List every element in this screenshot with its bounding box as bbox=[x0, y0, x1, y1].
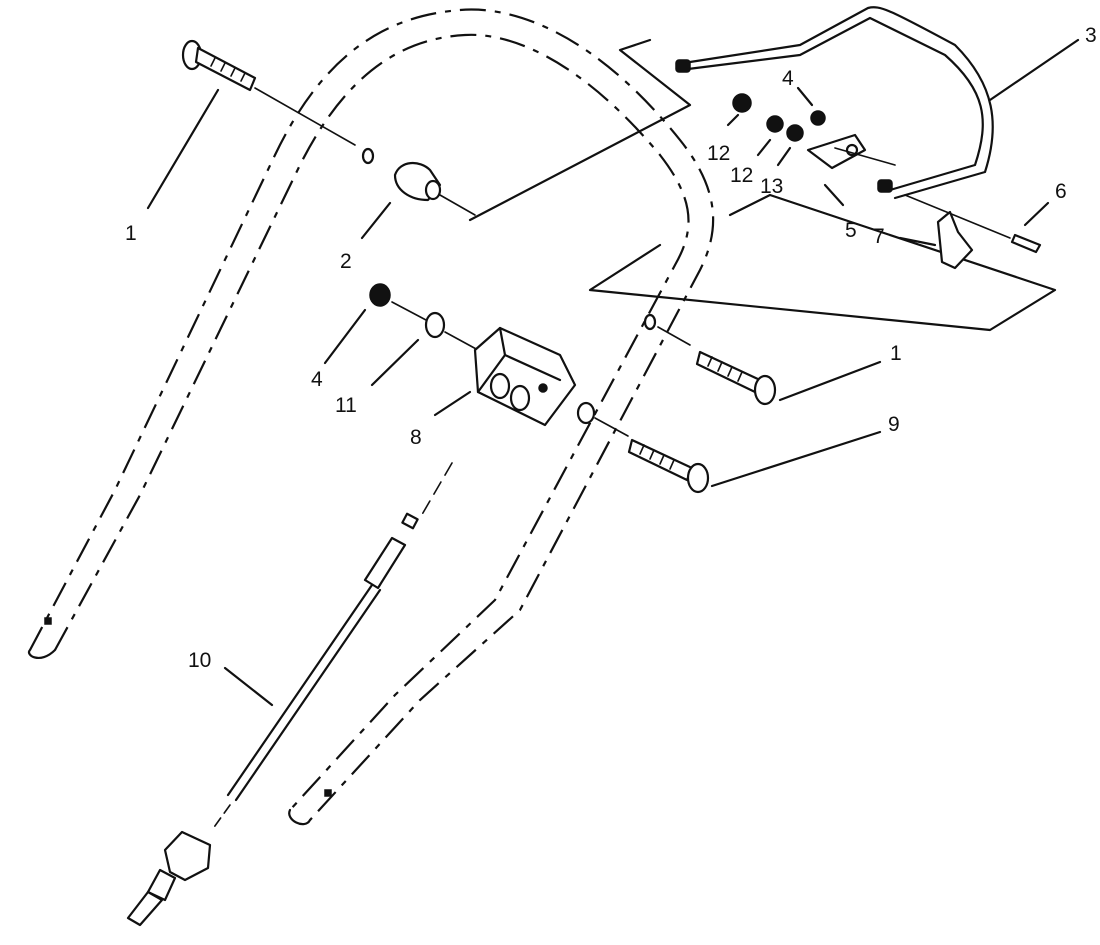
leader-12-lower bbox=[756, 138, 772, 157]
bail-end-upper bbox=[675, 59, 691, 73]
callout-1-lower: 1 bbox=[890, 342, 902, 365]
upper-handle-tube bbox=[27, 8, 715, 826]
nut-12-upper bbox=[732, 93, 752, 113]
callout-4-upper: 4 bbox=[782, 67, 794, 90]
leader-1-lower bbox=[778, 360, 882, 402]
handle-hole-upper bbox=[361, 147, 375, 165]
leader-5 bbox=[823, 183, 845, 207]
nut-washer-lower bbox=[369, 283, 479, 351]
callout-12-b: 12 bbox=[730, 164, 753, 187]
bolt-1-lower-head bbox=[753, 374, 777, 406]
bolt-1-lower bbox=[657, 326, 777, 406]
callout-11: 11 bbox=[335, 394, 357, 417]
control-bail-bar bbox=[675, 6, 994, 200]
control-cable-10 bbox=[126, 462, 453, 927]
callout-7: 7 bbox=[873, 225, 885, 248]
callout-2: 2 bbox=[340, 250, 352, 273]
leader-4-upper bbox=[796, 86, 814, 107]
callout-1-upper: 1 bbox=[125, 222, 137, 245]
callout-3: 3 bbox=[1085, 24, 1097, 47]
leader-9 bbox=[710, 430, 882, 488]
callout-5: 5 bbox=[845, 219, 857, 242]
nut-4-lower bbox=[369, 283, 391, 307]
callout-4-lower: 4 bbox=[311, 368, 323, 391]
callout-13: 13 bbox=[760, 175, 783, 198]
spacer-ring bbox=[576, 401, 596, 425]
leader-6 bbox=[1023, 201, 1050, 227]
leader-7 bbox=[898, 236, 937, 247]
handle-slot-left bbox=[44, 617, 52, 625]
bolt-9-head bbox=[686, 462, 710, 494]
callout-labels: 1 2 3 4 12 12 13 5 7 6 4 11 8 1 9 10 bbox=[125, 24, 1097, 672]
bolt-1-upper bbox=[181, 39, 356, 146]
leader-12-upper bbox=[726, 113, 740, 127]
leader-13 bbox=[776, 146, 792, 167]
callout-8: 8 bbox=[410, 426, 422, 449]
leader-2 bbox=[360, 201, 392, 240]
cable-guide-block-8 bbox=[473, 326, 577, 427]
handle-slot-right bbox=[324, 789, 332, 797]
callout-9: 9 bbox=[888, 413, 900, 436]
nut-12-lower bbox=[766, 115, 784, 133]
bail-end-lower bbox=[877, 179, 893, 193]
handle-hole-lower bbox=[643, 313, 657, 331]
leader-4-lower bbox=[323, 308, 367, 365]
cable-end-fitting bbox=[401, 512, 419, 530]
leader-11 bbox=[370, 338, 420, 387]
leader-3 bbox=[988, 38, 1080, 102]
cable-clip-7 bbox=[936, 210, 974, 270]
leader-lines bbox=[146, 38, 1080, 707]
bracket-5 bbox=[806, 133, 867, 170]
callout-6: 6 bbox=[1055, 180, 1067, 203]
washer-13 bbox=[786, 124, 804, 142]
callout-10: 10 bbox=[188, 649, 211, 672]
callout-12-a: 12 bbox=[707, 142, 730, 165]
cable-end-pin bbox=[126, 890, 164, 927]
cable-adjuster bbox=[163, 830, 212, 882]
leader-10 bbox=[223, 666, 274, 707]
screw-6 bbox=[1010, 233, 1042, 254]
leader-1-upper bbox=[146, 88, 220, 210]
spacer-2 bbox=[393, 162, 476, 216]
leader-8 bbox=[433, 390, 472, 417]
bolt-9 bbox=[576, 401, 710, 494]
bail-hardware bbox=[732, 93, 1042, 270]
mounting-plate-outline bbox=[468, 38, 1057, 332]
nut-4-upper bbox=[810, 110, 826, 126]
washer-11 bbox=[424, 311, 446, 339]
